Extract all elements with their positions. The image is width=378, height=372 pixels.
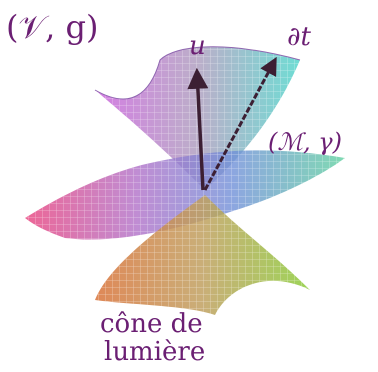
manifold-v-label: (𝒱, g) (6, 8, 98, 46)
lower-light-cone (95, 195, 310, 315)
submanifold-m-label: (ℳ, γ) (268, 128, 342, 156)
vector-u-arrow (187, 67, 209, 191)
upper-light-cone (94, 46, 301, 191)
vector-u-label: u (189, 31, 206, 61)
caption-line2: lumière (104, 337, 205, 367)
vector-dt-arrow (203, 56, 277, 191)
caption-line1: cône de (100, 309, 203, 339)
hypersurface-plane (25, 150, 345, 240)
vector-dt-label: ∂t (287, 22, 311, 52)
